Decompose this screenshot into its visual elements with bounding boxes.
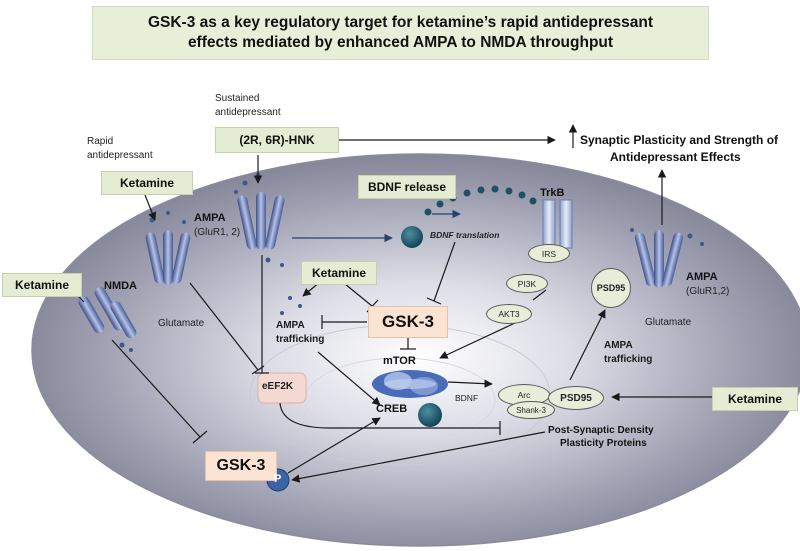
diagram-title-box: GSK-3 as a key regulatory target for ket… [92, 6, 709, 60]
glutamate-left-label: Glutamate [158, 318, 205, 329]
mtor-complex-icon [372, 370, 448, 398]
trkb-label: TrkB [540, 187, 565, 199]
irs-node: IRS [528, 244, 570, 263]
mtor-label: mTOR [383, 355, 416, 367]
synaptic-plasticity-line-2: Antidepressant Effects [610, 150, 741, 164]
bdnf-label: BDNF [455, 393, 479, 403]
ampa-trafficking-left-2: trafficking [276, 334, 325, 345]
diagram-title-line-2: effects mediated by enhanced AMPA to NMD… [187, 34, 614, 51]
bdnf-ball [418, 403, 442, 427]
ampa-trafficking-right-1: AMPA [604, 340, 633, 351]
ampa-right-sublabel: (GluR1,2) [686, 286, 730, 297]
diagram-title-line-1: GSK-3 as a key regulatory target for ket… [147, 14, 654, 31]
bdnf-release-box: BDNF release [358, 175, 456, 199]
ampa-mid-receptor-icon [145, 230, 191, 285]
rapid-label-1: Rapid [87, 136, 114, 147]
bdnf-translation-label: BDNF translation [430, 230, 500, 240]
psd95-right-node: PSD95 [591, 268, 631, 308]
ketamine-center-box: Ketamine [301, 261, 377, 285]
bdnf-release-dots [424, 185, 537, 216]
nmda-label: NMDA [104, 280, 137, 292]
sustained-label-2: antidepressant [215, 107, 281, 118]
akt3-node: AKT3 [486, 304, 532, 324]
ampa-trafficking-left-1: AMPA [276, 320, 305, 331]
psd95-center-node: PSD95 [548, 386, 604, 410]
ampa-right-label: AMPA [686, 271, 718, 283]
ketamine-left-box: Ketamine [2, 273, 82, 297]
ketamine-right-box: Ketamine [712, 387, 798, 411]
creb-label: CREB [376, 403, 408, 415]
ampa-trafficking-right-2: trafficking [604, 354, 653, 365]
nmda-receptor-icon [78, 287, 137, 338]
pathway-arrows [64, 124, 712, 483]
gsk3-center-box: GSK-3 [368, 306, 448, 338]
shank3-node: Shank-3 [507, 401, 555, 419]
ampa-right-receptor-icon [634, 230, 684, 288]
ketamine-top-box: Ketamine [101, 171, 193, 195]
synaptic-plasticity-line-1: Synaptic Plasticity and Strength of [580, 133, 779, 147]
glutamate-right-label: Glutamate [645, 317, 692, 328]
phospho-label: P [274, 473, 282, 485]
bdnf-translation-ball [401, 226, 423, 248]
ampa-left-label: AMPA [194, 212, 226, 224]
sustained-label-1: Sustained [215, 93, 260, 104]
pi3k-node: PI3K [506, 274, 548, 293]
eef2k-box [257, 372, 307, 404]
ampa-left-receptor-icon [237, 192, 285, 250]
hnk-box: (2R, 6R)-HNK [215, 127, 339, 153]
ampa-left-sublabel: (GluR1, 2) [194, 227, 241, 238]
psd-proteins-line-1: Post-Synaptic Density [548, 425, 654, 436]
rapid-label-2: antidepressant [87, 150, 153, 161]
gsk3-bottom-box: GSK-3 [205, 451, 277, 481]
postsynaptic-cell [31, 153, 800, 547]
trkb-receptor-icon [542, 199, 573, 249]
eef2k-label: eEF2K [262, 381, 294, 392]
psd-proteins-line-2: Plasticity Proteins [560, 438, 647, 449]
